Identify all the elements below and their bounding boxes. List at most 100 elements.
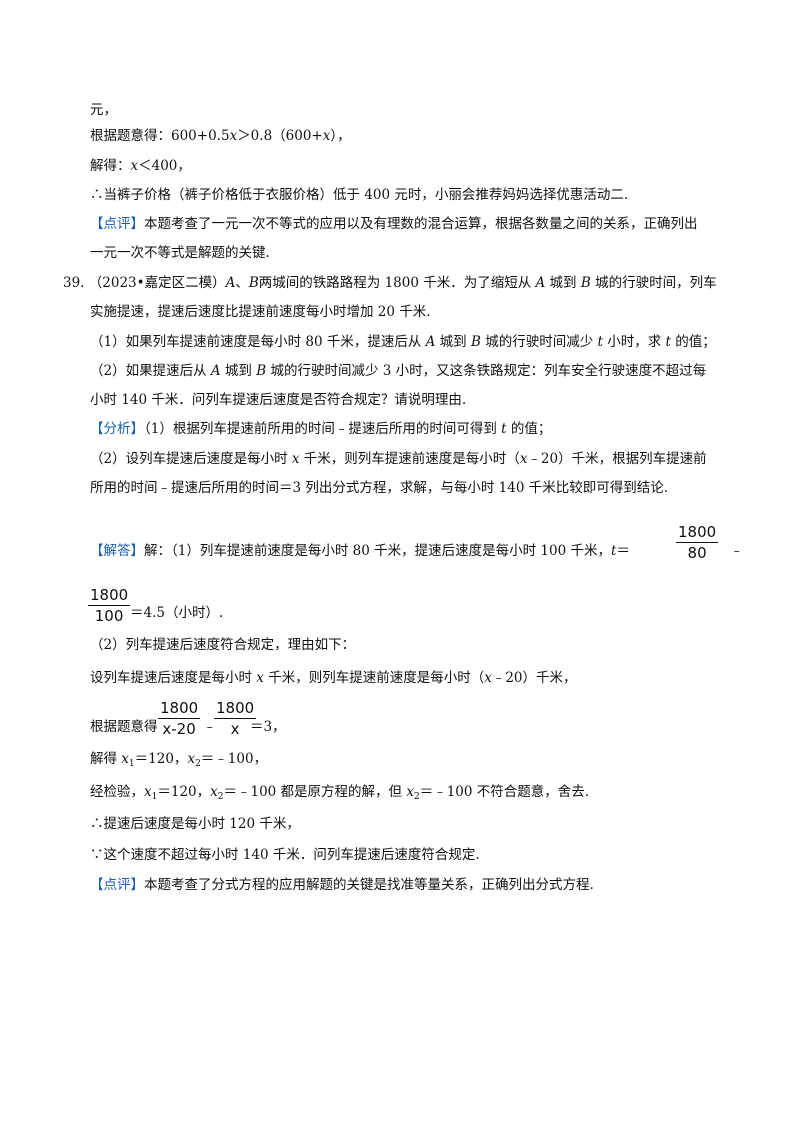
review-line: 【点评】本题考查了一元一次不等式的应用以及有理数的混合运算，根据各数量之间的关系…	[90, 215, 698, 233]
variable: A	[225, 275, 236, 291]
conclusion-line: ∴当裤子价格（裤子价格低于衣服价格）低于 400 元时，小丽会推荐妈妈选择优惠活…	[90, 187, 629, 203]
solution-tag: 【解答】	[90, 543, 144, 559]
review-text: 本题考查了分式方程的应用解题的关键是找准等量关系，正确列出分式方程.	[144, 877, 594, 893]
equation-line: 根据题意得：600+0.5x＞0.8（600+x），	[90, 127, 351, 145]
analysis-tag: 【分析】	[90, 421, 144, 437]
review-tag: 【点评】	[90, 216, 144, 232]
solution-line: 【解答】解：（1）列车提速前速度是每小时 80 千米，提速后速度是每小时 100…	[90, 542, 630, 560]
variable: A	[535, 275, 546, 291]
text: 两城间的铁路路程为 1800 千米．为了缩短从	[258, 275, 536, 291]
review-tag: 【点评】	[90, 877, 144, 893]
text: 城的行驶时间减少	[480, 334, 598, 350]
variable: t	[597, 334, 603, 350]
solution-line: （2）列车提速后速度符合规定，理由如下：	[90, 637, 356, 653]
minus-sign: ﹣	[203, 719, 217, 735]
text: ＝﹣100，	[200, 751, 268, 767]
text: ＝﹣100 都是原方程的解，但	[223, 784, 407, 800]
variable: x	[519, 451, 528, 467]
variable: x	[130, 158, 139, 174]
equation-line: 根据题意得	[90, 719, 158, 735]
text: 解得：	[90, 158, 131, 174]
question-part-2: 小时 140 千米．问列车提速后速度是否符合规定？请说明理由.	[90, 392, 467, 408]
text: 城到	[220, 363, 257, 379]
text: （2）设列车提速后速度是每小时	[90, 451, 292, 467]
question-part-2: （2）如果提速后从 A 城到 B 城的行驶时间减少 3 小时，又这条铁路规定：列…	[90, 362, 706, 380]
fraction-denominator: 100	[94, 607, 124, 625]
variable: x	[256, 670, 264, 686]
analysis-line: （2）设列车提速后速度是每小时 x 千米，则列车提速前速度是每小时（x﹣20）千…	[90, 450, 707, 468]
variable: x	[187, 751, 196, 767]
text: ），	[330, 128, 351, 144]
text: 千米，则列车提速前速度是每小时（	[263, 670, 485, 686]
variable: B	[580, 275, 591, 291]
subscript: 1	[128, 759, 135, 769]
question-part-1: （1）如果列车提速前速度是每小时 80 千米，提速后从 A 城到 B 城的行驶时…	[90, 333, 716, 351]
text: ＝﹣100 不符合题意，舍去.	[419, 784, 590, 800]
question-source: （2023•嘉定区二模）	[88, 275, 226, 291]
fraction-denominator: x-20	[162, 720, 196, 738]
text: ＝120，	[134, 751, 188, 767]
review-line: 一元一次不等式是解题的关键.	[90, 245, 270, 261]
text: （1）根据列车提速前所用的时间﹣提速后所用的时间可得到	[144, 421, 502, 437]
variable: B	[248, 275, 259, 291]
text: 解得	[90, 751, 122, 767]
variable: t	[501, 421, 507, 437]
fraction-numerator: 1800	[214, 699, 257, 719]
text: （2）如果提速后从	[90, 363, 211, 379]
variable: x	[406, 784, 414, 800]
solution-line: 解得 x1＝120，x2＝﹣100，	[90, 750, 268, 769]
variable: x	[291, 451, 300, 467]
fraction-denominator: 80	[687, 544, 707, 562]
analysis-line: 【分析】（1）根据列车提速前所用的时间﹣提速后所用的时间可得到 t 的值；	[90, 420, 551, 438]
variable: x	[121, 751, 129, 767]
solution-line: 设列车提速后速度是每小时 x 千米，则列车提速前速度是每小时（x﹣20）千米，	[90, 669, 577, 687]
analysis-line: 所用的时间﹣提速后所用的时间＝3 列出分式方程，求解，与每小时 140 千米比较…	[90, 480, 669, 496]
text: 、	[235, 275, 249, 291]
text: 的值；	[506, 421, 552, 437]
text: 城的行驶时间，列车	[590, 275, 717, 291]
subscript: 2	[413, 792, 420, 802]
solution-line: ＝4.5（小时）.	[130, 605, 224, 621]
subscript: 2	[195, 759, 201, 769]
fraction: 1800 x-20	[158, 699, 201, 738]
text: 根据题意得：600+0.5	[90, 128, 230, 144]
text: 解：（1）列车提速前速度是每小时 80 千米，提速后速度是每小时 100 千米，	[144, 543, 611, 559]
fraction-numerator: 1800	[676, 523, 719, 543]
fraction: 1800 100	[88, 586, 131, 625]
subscript: 1	[151, 792, 158, 802]
text: ＞0.8（600+	[237, 128, 323, 144]
variable: x	[229, 128, 238, 144]
fraction-denominator: x	[230, 720, 240, 738]
minus-sign: ﹣	[730, 543, 744, 559]
question-line: 39. （2023•嘉定区二模）A、B两城间的铁路路程为 1800 千米．为了缩…	[63, 274, 717, 292]
solution-line: 经检验，x1＝120，x2＝﹣100 都是原方程的解，但 x2＝﹣100 不符合…	[90, 783, 590, 802]
equation-line: ＝3，	[250, 719, 286, 735]
variable: x	[144, 784, 152, 800]
question-line: 实施提速，提速后速度比提速前速度每小时增加 20 千米.	[90, 304, 431, 320]
variable: B	[470, 334, 481, 350]
text: （1）如果列车提速前速度是每小时 80 千米，提速后从	[90, 334, 426, 350]
variable: x	[484, 670, 492, 686]
text: 设列车提速后速度是每小时	[90, 670, 257, 686]
question-number: 39.	[63, 275, 85, 291]
subscript: 2	[217, 792, 224, 802]
solution-line: 解得：x＜400，	[90, 157, 191, 175]
text: 的值；	[670, 334, 716, 350]
variable: t	[665, 334, 671, 350]
variable: B	[256, 363, 267, 379]
text: ＜400，	[138, 158, 191, 174]
variable: t	[610, 543, 617, 559]
text: 城的行驶时间减少 3 小时，又这条铁路规定：列车安全行驶速度不超过每	[266, 363, 707, 379]
text: 小时，求	[602, 334, 666, 350]
text: ﹣20）千米，根据列车提速前	[527, 451, 707, 467]
text: 城到	[545, 275, 581, 291]
review-text: 本题考查了一元一次不等式的应用以及有理数的混合运算，根据各数量之间的关系，正确列…	[144, 216, 698, 232]
variable: x	[210, 784, 218, 800]
text: ＝	[616, 543, 630, 559]
review-line: 【点评】本题考查了分式方程的应用解题的关键是找准等量关系，正确列出分式方程.	[90, 876, 594, 894]
fraction-numerator: 1800	[158, 699, 201, 719]
variable: x	[322, 128, 331, 144]
text: 城到	[435, 334, 471, 350]
fraction-numerator: 1800	[88, 586, 131, 606]
text: ＝120，	[157, 784, 211, 800]
